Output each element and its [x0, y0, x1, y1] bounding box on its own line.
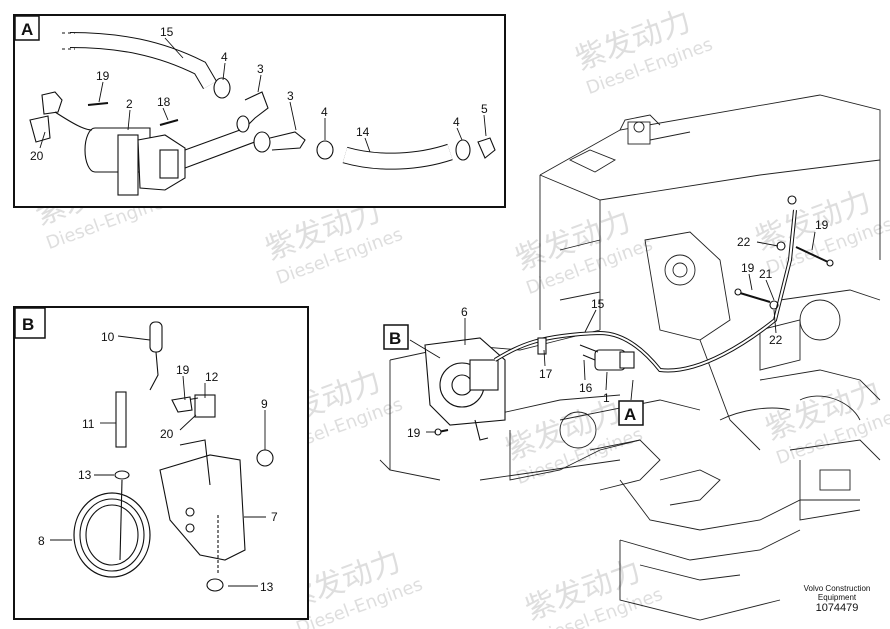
callout-a-3: 3	[257, 62, 264, 76]
part-number: 1074479	[815, 602, 859, 614]
detail-b-tag-label: B	[22, 315, 34, 334]
main-callout-b-box	[383, 324, 409, 350]
detail-a-tag-label: A	[21, 20, 33, 39]
callout-a-4b: 4	[321, 105, 328, 119]
callout-a-4c: 4	[453, 115, 460, 129]
callout-main-17: 17	[539, 367, 553, 381]
main-heater-assembly	[424, 195, 834, 441]
callout-a-5: 5	[481, 102, 488, 116]
detail-b-frame	[13, 306, 309, 620]
callout-main-21: 21	[759, 267, 773, 281]
callout-a-2: 2	[126, 97, 133, 111]
main-callout-b: B	[389, 329, 401, 348]
brand-line-1: Volvo Construction	[803, 584, 871, 593]
callout-b-13: 13	[78, 468, 92, 482]
callout-main-19c: 19	[815, 218, 829, 232]
callout-b-8: 8	[38, 534, 45, 548]
callout-a-20: 20	[30, 149, 44, 163]
callout-numbers: 15 4 3 19 2 18 3 4 14 4 5 20 10 19 12 11…	[30, 25, 829, 594]
detail-b-drawing	[73, 321, 274, 592]
callout-main-15: 15	[591, 297, 605, 311]
brand-line-2: Equipment	[817, 593, 857, 602]
detail-a-drawing	[29, 32, 496, 196]
callout-a-19: 19	[96, 69, 110, 83]
leader-lines	[39, 37, 816, 587]
callout-a-3b: 3	[287, 89, 294, 103]
callout-b-12: 12	[205, 370, 219, 384]
machine-frame	[379, 94, 881, 621]
callout-main-19: 19	[407, 426, 421, 440]
detail-a-tag	[14, 15, 40, 41]
callout-main-19b: 19	[741, 261, 755, 275]
callout-a-15: 15	[160, 25, 174, 39]
callout-b-20: 20	[160, 427, 174, 441]
callout-b-7: 7	[271, 510, 278, 524]
callout-main-16: 16	[579, 381, 593, 395]
main-callout-a-box	[618, 400, 644, 426]
callout-b-10: 10	[101, 330, 115, 344]
callout-a-14: 14	[356, 125, 370, 139]
detail-b-tag	[14, 307, 46, 339]
callout-main-22: 22	[737, 235, 751, 249]
callout-a-4: 4	[221, 50, 228, 64]
callout-b-13b: 13	[260, 580, 274, 594]
callout-main-6: 6	[461, 305, 468, 319]
callout-b-9: 9	[261, 397, 268, 411]
callout-b-11: 11	[82, 417, 95, 431]
main-callout-a: A	[624, 405, 636, 424]
callout-a-18: 18	[157, 95, 171, 109]
callout-main-22b: 22	[769, 333, 783, 347]
callout-main-1: 1	[603, 391, 610, 405]
callout-b-19: 19	[176, 363, 190, 377]
